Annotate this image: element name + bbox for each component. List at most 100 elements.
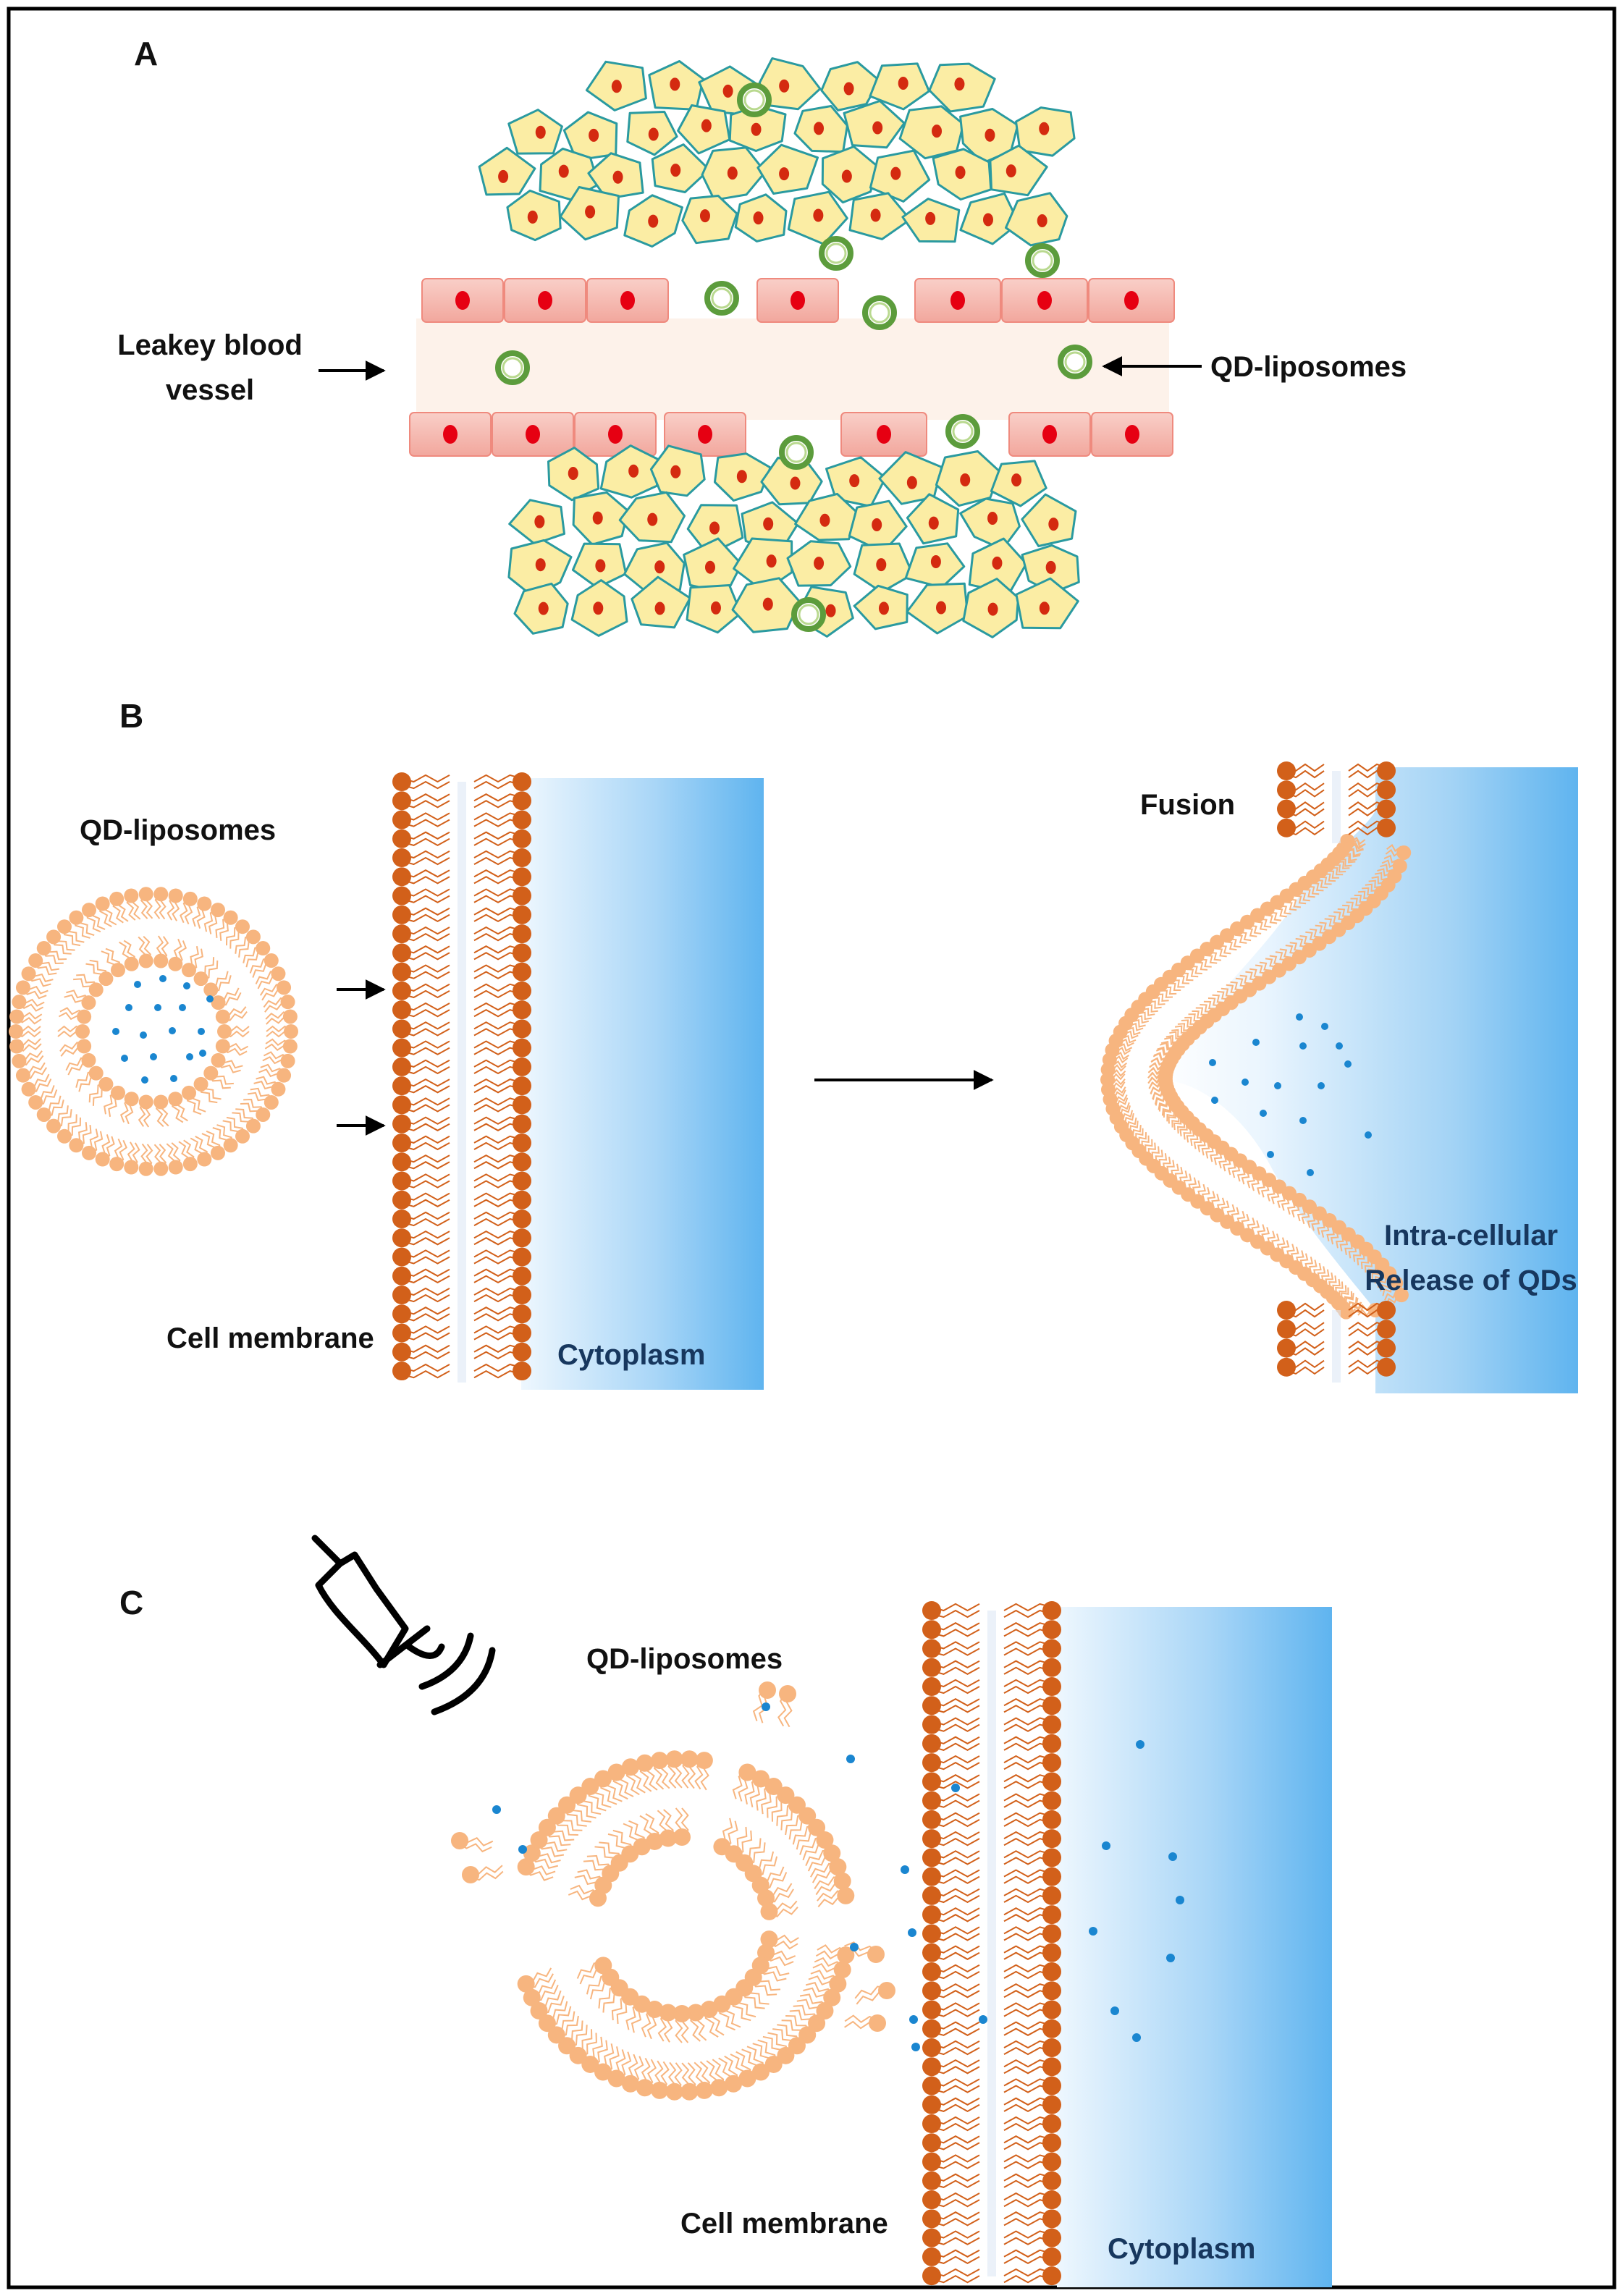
membrane-lipid-head: [1042, 2152, 1061, 2172]
qd-dot: [1132, 2033, 1141, 2042]
liposome-lipid-head: [757, 1889, 775, 1907]
membrane-lipid-tail: [473, 964, 523, 973]
membrane-lipid-head: [1042, 1962, 1061, 1981]
liposome-lipid-head: [223, 1138, 238, 1153]
liposome-lipid-head: [284, 1024, 298, 1039]
membrane-lipid-tail: [401, 1199, 450, 1207]
liposome-lipid-head: [695, 1752, 713, 1770]
liposome-lipid-head: [833, 1872, 851, 1890]
membrane-lipid-head: [922, 2133, 941, 2153]
membrane-lipid-tail: [931, 2255, 980, 2265]
membrane-lipid-head: [392, 1209, 411, 1228]
qd-liposome-b: [9, 887, 298, 1176]
membrane-lipid-head: [513, 1228, 531, 1248]
tumor-cell-nucleus: [878, 602, 889, 615]
endothelial-nucleus: [455, 291, 470, 310]
membrane-lipid-head: [392, 1304, 411, 1324]
tumor-cell-nucleus: [704, 560, 715, 574]
free-lipid-head: [759, 1681, 776, 1699]
tumor-cell: [681, 195, 738, 245]
membrane-lipid-tail: [473, 926, 523, 935]
membrane-lipid-tail: [473, 1021, 523, 1030]
tumor-cell-nucleus: [985, 128, 995, 142]
membrane-lipid-head: [392, 905, 411, 924]
membrane-lipid-head: [1042, 1696, 1061, 1715]
liposome-lipid-head: [636, 2079, 654, 2097]
membrane-lipid-tail: [1003, 1945, 1053, 1954]
membrane-lipid-tail: [931, 1647, 980, 1656]
liposome-lipid-head: [530, 2001, 548, 2019]
membrane-lipid-tail: [401, 989, 450, 999]
tumor-cell-nucleus: [960, 473, 971, 487]
liposome-lipid-head: [673, 1828, 691, 1846]
liposome-lipid-head: [109, 891, 125, 906]
membrane-lipid-head: [1042, 1829, 1061, 1849]
liposome-lipid-head: [547, 1807, 565, 1825]
liposome-lipid-head: [558, 1796, 576, 1814]
liposome-lipid-head: [211, 995, 226, 1010]
membrane-lipid-tail: [1003, 1869, 1053, 1878]
membrane-lipid-tail: [473, 793, 523, 802]
membrane-lipid-head: [1377, 761, 1396, 780]
membrane-lipid-head: [392, 924, 411, 944]
liposome-lipid-head: [569, 2046, 587, 2064]
membrane-core: [458, 782, 466, 1383]
membrane-lipid-tail: [931, 2027, 980, 2036]
membrane-lipid-tail: [401, 780, 450, 790]
membrane-lipid-head: [922, 1620, 941, 1639]
membrane-lipid-tail: [1003, 1755, 1053, 1764]
liposome-lipid-head: [21, 1081, 36, 1097]
membrane-lipid-tail: [401, 800, 450, 809]
membrane-lipid-tail: [1003, 1983, 1053, 1992]
qd-dot: [908, 1928, 916, 1937]
tumor-cell-nucleus: [593, 602, 604, 615]
membrane-lipid-tail: [1003, 1831, 1053, 1840]
qd-dot: [140, 1031, 147, 1039]
membrane-lipid-head: [1042, 1715, 1061, 1734]
liposome-lipid-head: [138, 1094, 153, 1110]
liposome-lipid-head: [75, 1024, 90, 1039]
liposome-lipid-head: [680, 2082, 699, 2101]
membrane-lipid-head: [1042, 1924, 1061, 1943]
fusion-lipid-head: [1339, 1304, 1354, 1320]
membrane-lipid-head: [922, 1886, 941, 1905]
membrane-lipid-head: [513, 1000, 531, 1020]
membrane-lipid-head: [392, 829, 411, 848]
tumor-cell: [1021, 493, 1077, 547]
tumor-cell-nucleus: [779, 79, 790, 93]
membrane-lipid-tail: [931, 1837, 980, 1846]
tumor-cell-nucleus: [872, 518, 882, 531]
tumor-cell-nucleus: [628, 464, 639, 478]
membrane-lipid-tail: [401, 1351, 450, 1360]
qd-dot: [901, 1865, 909, 1874]
membrane-lipid-tail: [401, 1237, 450, 1246]
tumor-cells-bottom: [507, 444, 1080, 638]
tumor-cell-nucleus: [534, 515, 545, 528]
qd-dot: [518, 1845, 527, 1854]
membrane-lipid-head: [513, 1019, 531, 1039]
endothelial-nucleus: [1042, 425, 1057, 444]
liposome-lipid-head: [69, 910, 84, 925]
membrane-lipid-tail: [401, 1275, 450, 1284]
liposome-lipid-head: [56, 919, 72, 934]
membrane-lipid-head: [1377, 1338, 1396, 1358]
membrane-lipid-tail: [401, 856, 450, 866]
liposome-lipid-head: [738, 1763, 756, 1781]
liposome-lipid-head: [256, 941, 271, 956]
membrane-lipid-tail: [931, 2103, 980, 2113]
liposome-lipid-head: [823, 1988, 841, 2006]
qd-dot: [1102, 1841, 1110, 1850]
membrane-lipid-head: [1277, 799, 1296, 819]
liposome-label-a: QD-liposomes: [1210, 351, 1407, 383]
cytoplasm-c: [1057, 1607, 1332, 2287]
membrane-lipid-head: [392, 1038, 411, 1058]
membrane-lipid-tail: [473, 1211, 523, 1220]
tumor-cell-nucleus: [982, 213, 993, 227]
membrane-lipid-tail: [931, 2009, 980, 2017]
membrane-lipid-tail: [473, 888, 523, 897]
liposome-lipid-head: [808, 1818, 826, 1836]
membrane-lipid-head: [922, 2076, 941, 2095]
membrane-lipid-head: [922, 1943, 941, 1962]
membrane-lipid-head: [922, 2190, 941, 2210]
qd-dot: [1168, 1852, 1177, 1861]
